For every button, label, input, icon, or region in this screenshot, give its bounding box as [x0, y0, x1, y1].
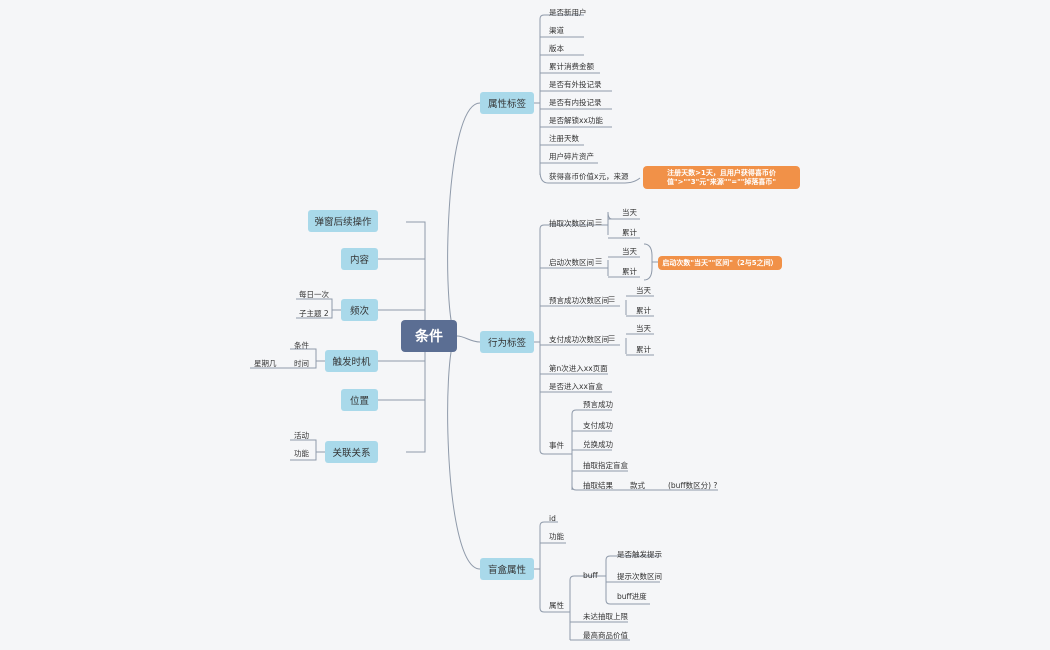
trigger-subitem[interactable]: 星期几: [254, 359, 277, 368]
prop-item[interactable]: 最高商品价值: [583, 631, 628, 640]
branch-popup-followup[interactable]: 弹窗后续操作: [308, 210, 378, 232]
event-item[interactable]: 预言成功: [583, 400, 613, 409]
attr-item[interactable]: 注册天数: [549, 134, 579, 143]
blindbox-item[interactable]: 属性: [549, 601, 564, 610]
branch-behavior-tags[interactable]: 行为标签: [480, 331, 534, 353]
notes-icon[interactable]: ☰: [608, 334, 615, 343]
notes-icon[interactable]: ☰: [608, 295, 615, 304]
attr-item[interactable]: 是否解锁xx功能: [549, 116, 603, 125]
buff-item[interactable]: buff进度: [617, 592, 647, 601]
branch-relation[interactable]: 关联关系: [325, 441, 378, 463]
behavior-sub[interactable]: 当天: [622, 208, 637, 217]
behavior-sub[interactable]: 累计: [636, 306, 651, 315]
branch-content[interactable]: 内容: [341, 248, 378, 270]
behavior-item[interactable]: 抽取次数区间: [549, 219, 594, 228]
prop-item[interactable]: 未达抽取上限: [583, 612, 628, 621]
behavior-sub[interactable]: 当天: [622, 247, 637, 256]
behavior-sub[interactable]: 累计: [622, 267, 637, 276]
trigger-item[interactable]: 时间: [294, 359, 309, 368]
behavior-item[interactable]: 支付成功次数区间: [549, 335, 609, 344]
attr-item[interactable]: 用户碎片资产: [549, 152, 594, 161]
attr-note[interactable]: 注册天数>1天，且用户获得喜币价值">""3"元"来源""=""掉落喜币": [643, 166, 800, 189]
attr-item[interactable]: 是否有外投记录: [549, 80, 602, 89]
attr-item[interactable]: 是否有内投记录: [549, 98, 602, 107]
attr-item[interactable]: 累计消费金额: [549, 62, 594, 71]
behavior-item[interactable]: 事件: [549, 441, 564, 450]
event-item[interactable]: 抽取结果: [583, 481, 613, 490]
branch-trigger-timing[interactable]: 触发时机: [325, 350, 378, 372]
event-extra[interactable]: (buff数区分) ?: [668, 481, 718, 490]
freq-item[interactable]: 每日一次: [299, 290, 329, 299]
behavior-sub[interactable]: 当天: [636, 324, 651, 333]
branch-position[interactable]: 位置: [341, 389, 378, 411]
event-extra[interactable]: 款式: [630, 481, 645, 490]
attr-item[interactable]: 获得喜币价值x元，来源: [549, 172, 629, 181]
behavior-sub[interactable]: 累计: [622, 228, 637, 237]
behavior-item[interactable]: 是否进入xx盲盒: [549, 382, 603, 391]
behavior-sub[interactable]: 当天: [636, 286, 651, 295]
relation-item[interactable]: 功能: [294, 449, 309, 458]
event-item[interactable]: 抽取指定盲盒: [583, 461, 628, 470]
relation-item[interactable]: 活动: [294, 431, 309, 440]
attr-item[interactable]: 是否新用户: [549, 8, 587, 17]
branch-frequency[interactable]: 频次: [341, 299, 378, 321]
behavior-sub[interactable]: 累计: [636, 345, 651, 354]
behavior-item[interactable]: 启动次数区间: [549, 258, 594, 267]
branch-blindbox-props[interactable]: 盲盒属性: [480, 558, 534, 580]
blindbox-item[interactable]: 功能: [549, 532, 564, 541]
attr-item[interactable]: 版本: [549, 44, 564, 53]
blindbox-item[interactable]: id: [549, 514, 556, 523]
buff-item[interactable]: 是否触发提示: [617, 550, 662, 559]
attr-item[interactable]: 渠道: [549, 26, 564, 35]
event-item[interactable]: 兑换成功: [583, 440, 613, 449]
freq-item[interactable]: 子主题 2: [299, 309, 329, 318]
notes-icon[interactable]: ☰: [595, 257, 602, 266]
trigger-item[interactable]: 条件: [294, 341, 309, 350]
behavior-item[interactable]: 第n次进入xx页面: [549, 364, 608, 373]
behavior-item[interactable]: 预言成功次数区间: [549, 296, 609, 305]
prop-item[interactable]: buff: [583, 571, 598, 580]
branch-attribute-tags[interactable]: 属性标签: [480, 92, 534, 114]
notes-icon[interactable]: ☰: [595, 218, 602, 227]
event-item[interactable]: 支付成功: [583, 421, 613, 430]
buff-item[interactable]: 提示次数区间: [617, 572, 662, 581]
root-node[interactable]: 条件: [401, 320, 457, 352]
behavior-note[interactable]: 启动次数"当天""区间"（2与5之间）: [658, 256, 782, 270]
